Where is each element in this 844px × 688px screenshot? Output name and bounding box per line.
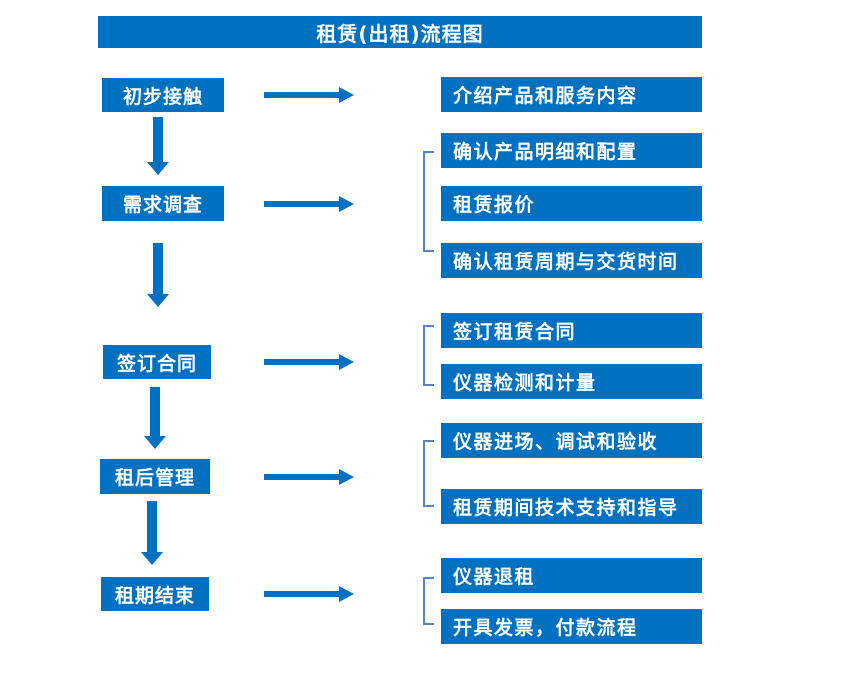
arrow-shaft	[153, 243, 163, 295]
diagram-title-bar: 租赁(出租)流程图	[98, 16, 702, 48]
step-box-post-rental-management: 租后管理	[100, 459, 210, 494]
arrow-head	[144, 436, 166, 449]
output-box-instrument-return: 仪器退租	[441, 558, 702, 593]
arrow-shaft	[147, 501, 157, 553]
diagram-title: 租赁(出租)流程图	[316, 21, 484, 46]
output-box-invoice-payment: 开具发票，付款流程	[441, 609, 702, 644]
output-box-sign-rental-contract: 签订租赁合同	[441, 313, 702, 348]
output-group-bracket-5	[423, 577, 434, 625]
right-arrow-3	[264, 354, 354, 370]
arrow-head	[141, 552, 163, 565]
step-box-initial-contact: 初步接触	[102, 78, 224, 112]
arrow-shaft	[264, 591, 341, 597]
arrow-head	[339, 87, 354, 103]
right-arrow-4	[264, 469, 354, 485]
output-box-tech-support: 租赁期间技术支持和指导	[441, 489, 702, 524]
output-box-rental-quote: 租赁报价	[441, 186, 702, 221]
arrow-shaft	[153, 117, 163, 163]
arrow-head	[339, 586, 354, 602]
arrow-shaft	[264, 474, 341, 480]
down-arrow-4	[141, 501, 163, 565]
output-group-bracket-3	[423, 325, 434, 386]
step-box-sign-contract: 签订合同	[103, 345, 211, 379]
right-arrow-1	[264, 87, 354, 103]
arrow-shaft	[264, 359, 341, 365]
arrow-shaft	[150, 387, 160, 437]
down-arrow-2	[147, 243, 169, 307]
output-box-instrument-testing: 仪器检测和计量	[441, 364, 702, 399]
right-arrow-5	[264, 586, 354, 602]
down-arrow-1	[147, 117, 169, 175]
output-box-instrument-setup-acceptance: 仪器进场、调试和验收	[441, 423, 702, 458]
arrow-head	[147, 294, 169, 307]
output-box-confirm-period-delivery: 确认租赁周期与交货时间	[441, 243, 702, 278]
output-group-bracket-4	[423, 440, 434, 507]
arrow-head	[339, 196, 354, 212]
arrow-head	[147, 162, 169, 175]
down-arrow-3	[144, 387, 166, 449]
output-box-confirm-product-details: 确认产品明细和配置	[441, 133, 702, 168]
output-group-bracket-2	[423, 151, 434, 252]
step-box-lease-end: 租期结束	[101, 577, 209, 611]
arrow-shaft	[264, 201, 341, 207]
arrow-head	[339, 469, 354, 485]
step-box-demand-survey: 需求调查	[102, 186, 224, 221]
arrow-shaft	[264, 92, 341, 98]
output-box-introduce-products: 介绍产品和服务内容	[441, 77, 702, 112]
arrow-head	[339, 354, 354, 370]
right-arrow-2	[264, 196, 354, 212]
